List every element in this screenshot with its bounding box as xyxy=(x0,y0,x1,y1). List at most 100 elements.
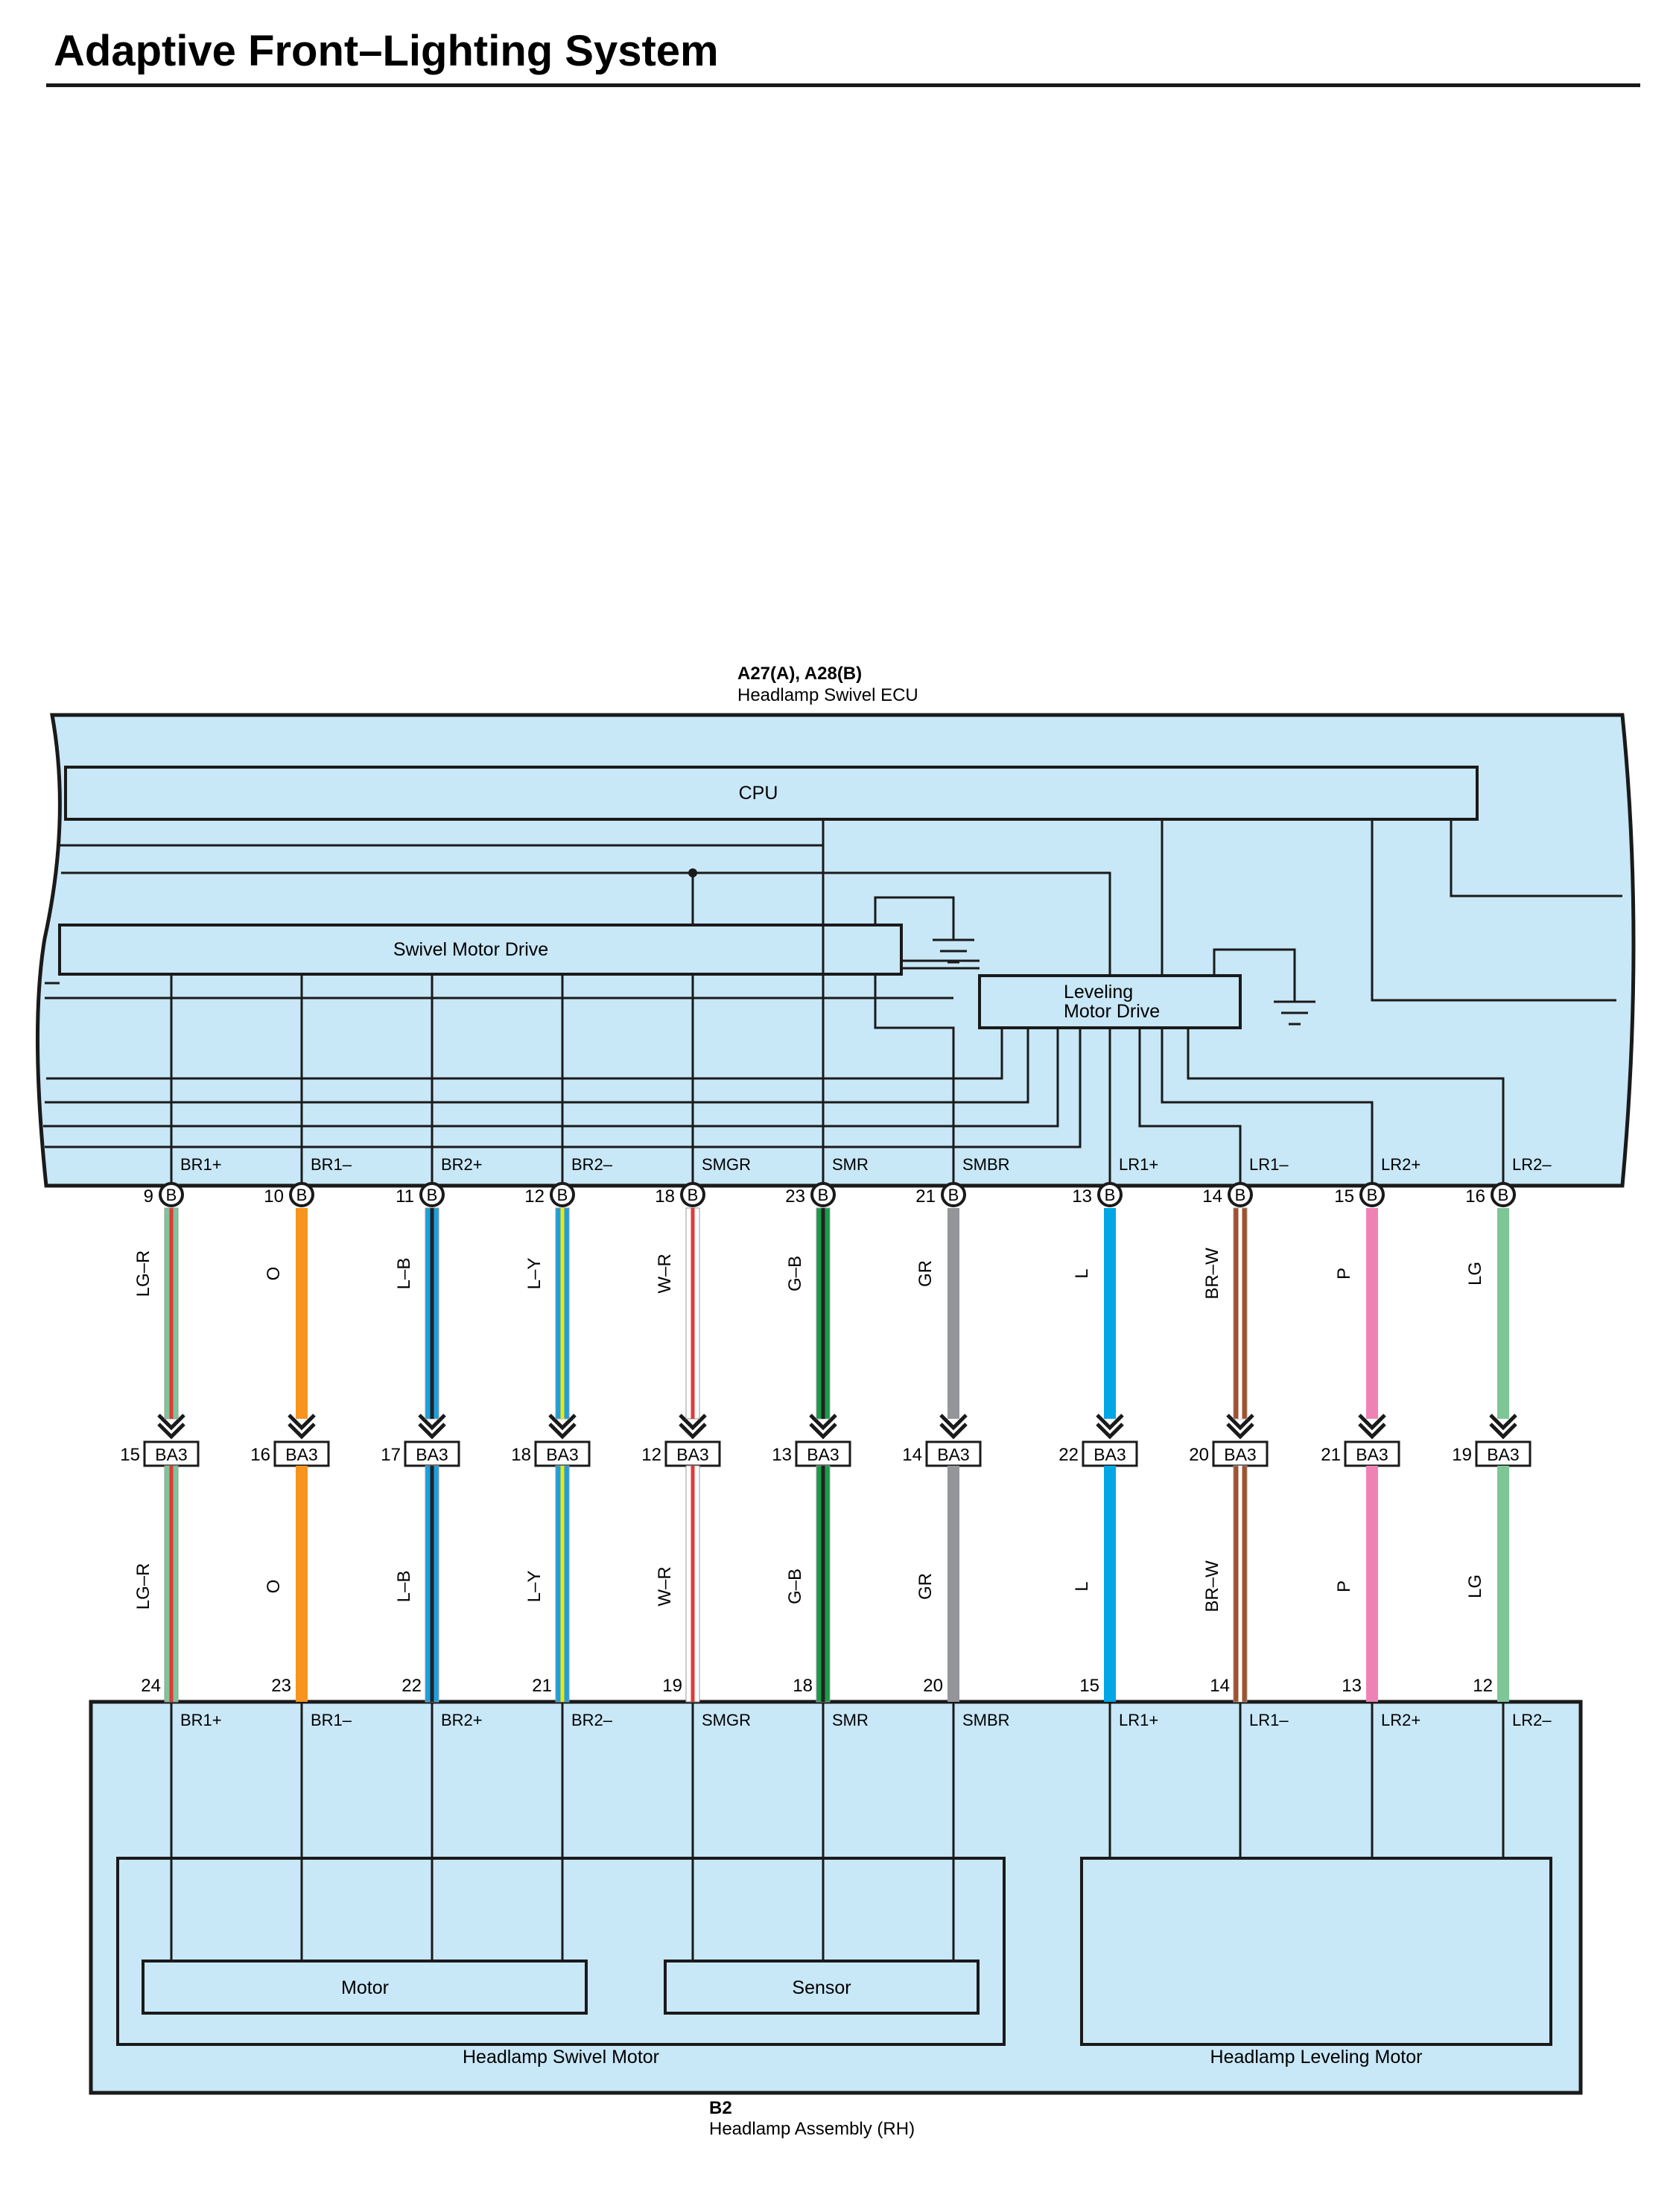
connector-arrow-icon xyxy=(1226,1414,1254,1440)
ecu-terminal-label: SMGR xyxy=(702,1155,751,1174)
wire-color-label-lower: W–R xyxy=(655,1566,675,1606)
circuit-7-lower-wire-core xyxy=(1104,1466,1116,1702)
ecu-name: Headlamp Swivel ECU xyxy=(737,685,918,705)
circuit-3-lower-wire-stripe xyxy=(560,1466,565,1702)
circuit-6-upper-wire xyxy=(947,1208,959,1419)
circuit-0-lower-wire-stripe xyxy=(169,1466,174,1702)
ba3-connector-box xyxy=(143,1440,200,1467)
circuit-9-upper-wire-core xyxy=(1366,1208,1378,1419)
circuit-9-upper-wire xyxy=(1366,1208,1378,1419)
leveling-drive-label-2: Motor Drive xyxy=(1064,1001,1160,1022)
connector-arrow-icon xyxy=(679,1414,707,1440)
connector-arrow-icon xyxy=(1489,1414,1517,1440)
circuit-5-lower-wire-stripe xyxy=(821,1466,825,1702)
circuit-0-upper-wire xyxy=(164,1207,179,1420)
circuit-5-lower-wire xyxy=(816,1465,831,1703)
ba3-connector-label: BA3 xyxy=(546,1445,578,1464)
lamp-pin-number: 19 xyxy=(662,1676,682,1696)
circuit-10-upper-wire xyxy=(1497,1208,1509,1419)
circuit-4-upper-wire xyxy=(685,1207,700,1420)
circuit-2-lower-wire-stripe xyxy=(430,1466,434,1702)
circuit-9-lower-wire-core xyxy=(1366,1466,1378,1702)
ecu-terminal-label: LR2+ xyxy=(1381,1155,1421,1174)
lamp-terminal-label: SMBR xyxy=(962,1711,1010,1729)
ba3-connector-box xyxy=(925,1440,982,1467)
ecu-connector-letter: B xyxy=(818,1186,829,1204)
connector-arrow-icon xyxy=(1096,1414,1124,1440)
circuit-8-lower-wire xyxy=(1233,1465,1248,1703)
assembly-internal-wiring xyxy=(170,1702,1505,1961)
title-rule xyxy=(46,83,1640,87)
ba3-pin-number: 19 xyxy=(1452,1445,1472,1465)
ba3-pin-number: 21 xyxy=(1321,1445,1341,1465)
ecu-connector-circle xyxy=(1097,1182,1123,1207)
circuit-5-upper-wire xyxy=(816,1207,831,1420)
ba3-connector-label: BA3 xyxy=(155,1445,187,1464)
circuit-9-lower-wire xyxy=(1366,1466,1378,1702)
ecu-terminal-label: LR1– xyxy=(1249,1155,1289,1174)
connector-arrow-icon xyxy=(939,1414,968,1440)
lamp-terminal-label: SMGR xyxy=(702,1711,751,1729)
ecu-connector-letter: B xyxy=(427,1186,438,1204)
ecu-connector-circle xyxy=(1359,1182,1385,1207)
ecu-pin-number: 21 xyxy=(915,1186,936,1207)
circuit-4-lower-wire-stripe xyxy=(691,1466,695,1702)
ba3-connector-label: BA3 xyxy=(416,1445,448,1464)
circuit-1-lower-wire-core xyxy=(296,1466,308,1702)
ba3-pin-number: 14 xyxy=(902,1445,922,1465)
circuit-2-upper-wire xyxy=(425,1207,439,1420)
ba3-pin-number: 20 xyxy=(1189,1445,1209,1465)
leveling-motor-box xyxy=(1080,1857,1552,2046)
ba3-connector-label: BA3 xyxy=(1093,1445,1126,1464)
swivel-motor-label: Headlamp Swivel Motor xyxy=(463,2047,659,2068)
ecu-connector-circle xyxy=(810,1182,836,1207)
wire-color-label-upper: G–B xyxy=(785,1256,805,1291)
ecu-pin-number: 15 xyxy=(1334,1186,1354,1207)
connector-arrow-icon xyxy=(809,1414,837,1440)
circuit-10-upper-wire-core xyxy=(1497,1208,1509,1419)
ecu-pin-number: 18 xyxy=(655,1186,675,1207)
cpu-label: CPU xyxy=(739,783,778,804)
circuit-2-lower-wire xyxy=(425,1465,439,1703)
lamp-pin-number: 20 xyxy=(923,1676,943,1696)
sensor-box xyxy=(664,1960,980,2015)
wire-color-label-lower: LG xyxy=(1465,1574,1485,1598)
ecu-connector-letter: B xyxy=(557,1186,568,1204)
wire-color-label-upper: BR–W xyxy=(1202,1248,1222,1300)
ecu-connector-letter: B xyxy=(1367,1186,1378,1204)
lamp-pin-number: 23 xyxy=(271,1676,291,1696)
swivel-motor-box xyxy=(116,1857,1006,2046)
ecu-connector-circle xyxy=(419,1182,445,1207)
circuit-3-upper-wire xyxy=(555,1207,570,1420)
ecu-terminal-label: BR1+ xyxy=(180,1155,222,1174)
ecu-connector-letter: B xyxy=(1235,1186,1246,1204)
ecu-pin-number: 9 xyxy=(144,1186,153,1207)
ba3-connector-box xyxy=(273,1440,330,1467)
circuit-4-lower-wire xyxy=(685,1465,700,1703)
circuit-8-upper-wire xyxy=(1233,1207,1248,1420)
lamp-pin-number: 18 xyxy=(793,1676,813,1696)
lamp-terminal-label: BR2+ xyxy=(441,1711,483,1729)
wire-color-label-upper: P xyxy=(1334,1268,1354,1280)
connector-arrow-icon xyxy=(288,1414,316,1440)
circuit-5-upper-wire-stripe xyxy=(821,1208,825,1419)
ecu-terminal-label: SMBR xyxy=(962,1155,1010,1174)
circuit-1-upper-wire-core xyxy=(296,1208,308,1419)
leveling-motor-label: Headlamp Leveling Motor xyxy=(1210,2047,1423,2068)
ba3-connector-box xyxy=(534,1440,591,1467)
wire-color-label-upper: W–R xyxy=(655,1253,675,1293)
ba3-connector-label: BA3 xyxy=(1356,1445,1388,1464)
ecu-connector-letter: B xyxy=(166,1186,177,1204)
circuit-0-upper-wire-stripe xyxy=(169,1208,174,1419)
ecu-pin-number: 12 xyxy=(524,1186,545,1207)
wire-color-label-upper: L xyxy=(1072,1268,1092,1278)
cpu-block xyxy=(64,766,1479,821)
connector-arrow-icon xyxy=(1358,1414,1386,1440)
